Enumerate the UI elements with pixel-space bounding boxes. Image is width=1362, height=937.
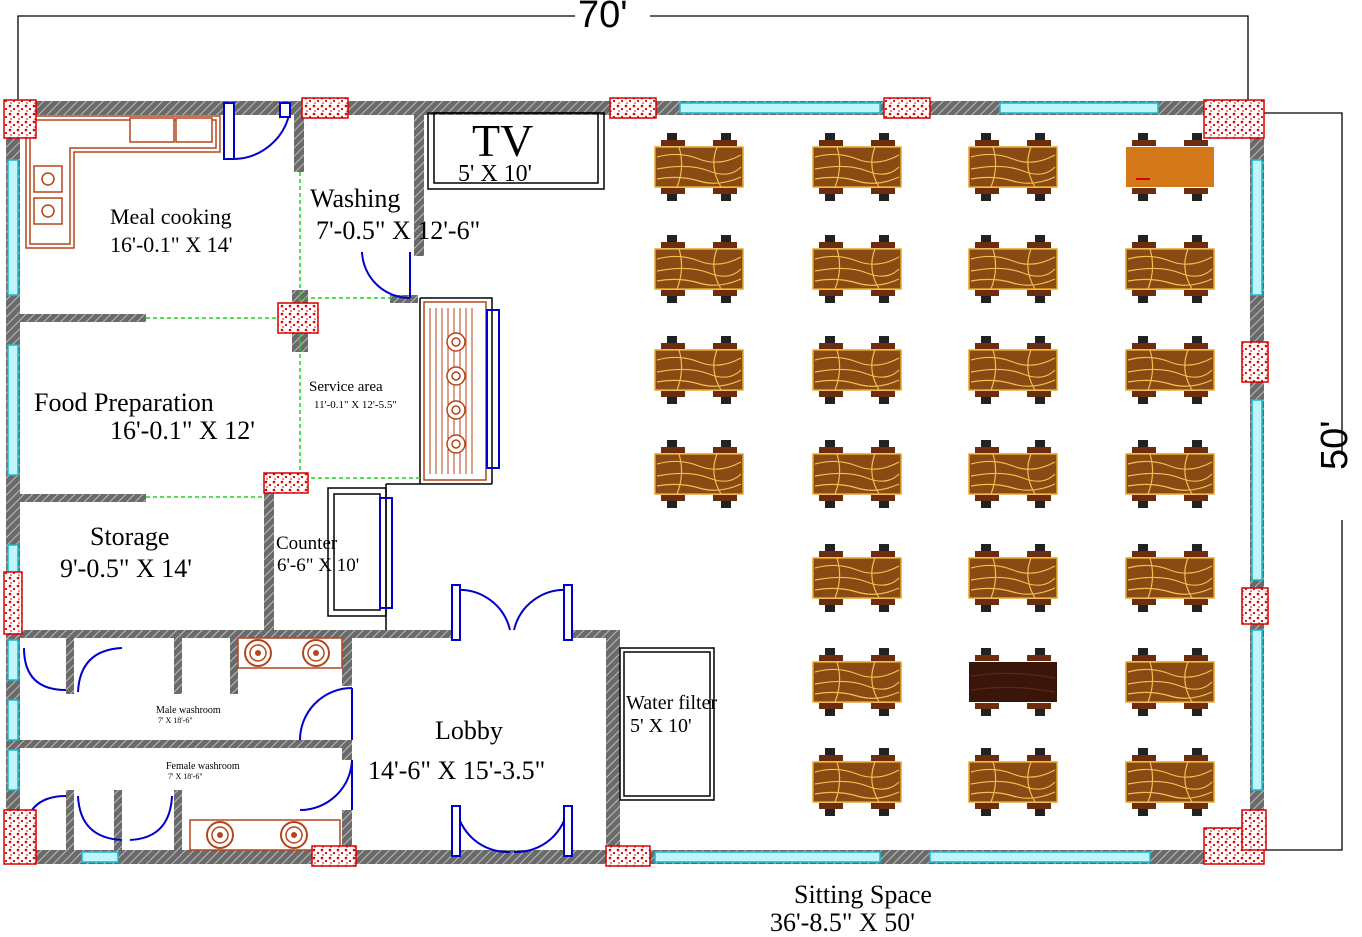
washing-size: 7'-0.5" X 12'-6" — [316, 216, 481, 245]
dining-table — [812, 647, 902, 717]
dining-table — [654, 439, 744, 509]
dining-table — [1125, 234, 1215, 304]
dining-table — [968, 234, 1058, 304]
dining-table — [812, 132, 902, 202]
food-preparation-name: Food Preparation — [34, 388, 214, 417]
height-dimension: 50' — [1314, 420, 1356, 470]
dining-table — [968, 335, 1058, 405]
washroom-basins — [189, 637, 343, 851]
tv-unit — [427, 112, 605, 190]
dining-table — [1126, 133, 1214, 201]
washing-name: Washing — [310, 184, 401, 213]
meal-cooking-size: 16'-0.1" X 14' — [110, 232, 233, 257]
dining-table — [968, 132, 1058, 202]
dining-table — [812, 439, 902, 509]
sitting-space-size: 36'-8.5" X 50' — [770, 908, 915, 937]
dining-table — [969, 648, 1057, 716]
interior-walls — [20, 110, 620, 860]
water-filter-name: Water filter — [626, 692, 718, 714]
dining-table — [654, 234, 744, 304]
kitchen-counter — [25, 115, 221, 249]
doors — [23, 102, 573, 857]
service-area-size: 11'-0.1" X 12'-5.5" — [314, 399, 397, 411]
counter-name: Counter — [276, 533, 338, 554]
dining-table — [654, 335, 744, 405]
female-washroom-name: Female washroom — [166, 761, 240, 772]
food-preparation-size: 16'-0.1" X 12' — [110, 416, 255, 445]
dining-table — [1125, 439, 1215, 509]
dining-table — [968, 747, 1058, 817]
male-washroom-size: 7' X 18'-6" — [158, 716, 193, 725]
dining-table — [1125, 543, 1215, 613]
counter-size: 6'-6" X 10' — [277, 555, 360, 576]
dining-table — [968, 543, 1058, 613]
service-counter — [379, 301, 500, 609]
windows — [7, 102, 1263, 863]
sitting-space-name: Sitting Space — [794, 880, 932, 909]
lobby-name: Lobby — [435, 716, 503, 745]
service-area-name: Service area — [309, 379, 383, 395]
dining-table — [1125, 647, 1215, 717]
width-dimension: 70' — [578, 0, 628, 36]
dining-table — [968, 439, 1058, 509]
dining-table — [812, 747, 902, 817]
water-filter-box — [619, 647, 715, 801]
dining-table — [1125, 335, 1215, 405]
dining-table — [812, 234, 902, 304]
female-washroom-size: 7' X 18'-6" — [168, 772, 203, 781]
dining-table — [1125, 747, 1215, 817]
dining-table — [812, 543, 902, 613]
dimension-lines — [17, 15, 1343, 851]
dining-tables — [654, 132, 1215, 817]
height-dimension-text: 50' — [1314, 420, 1356, 470]
lobby-size: 14'-6" X 15'-3.5" — [368, 756, 546, 785]
tv-title: TV — [472, 115, 534, 166]
storage-name: Storage — [90, 522, 170, 551]
meal-cooking-name: Meal cooking — [110, 204, 232, 229]
male-washroom-name: Male washroom — [156, 705, 221, 716]
dining-table — [654, 132, 744, 202]
water-filter-size: 5' X 10' — [630, 715, 692, 737]
tv-size: 5' X 10' — [458, 161, 532, 187]
columns — [3, 97, 1269, 867]
storage-size: 9'-0.5" X 14' — [60, 554, 192, 583]
dining-table — [812, 335, 902, 405]
